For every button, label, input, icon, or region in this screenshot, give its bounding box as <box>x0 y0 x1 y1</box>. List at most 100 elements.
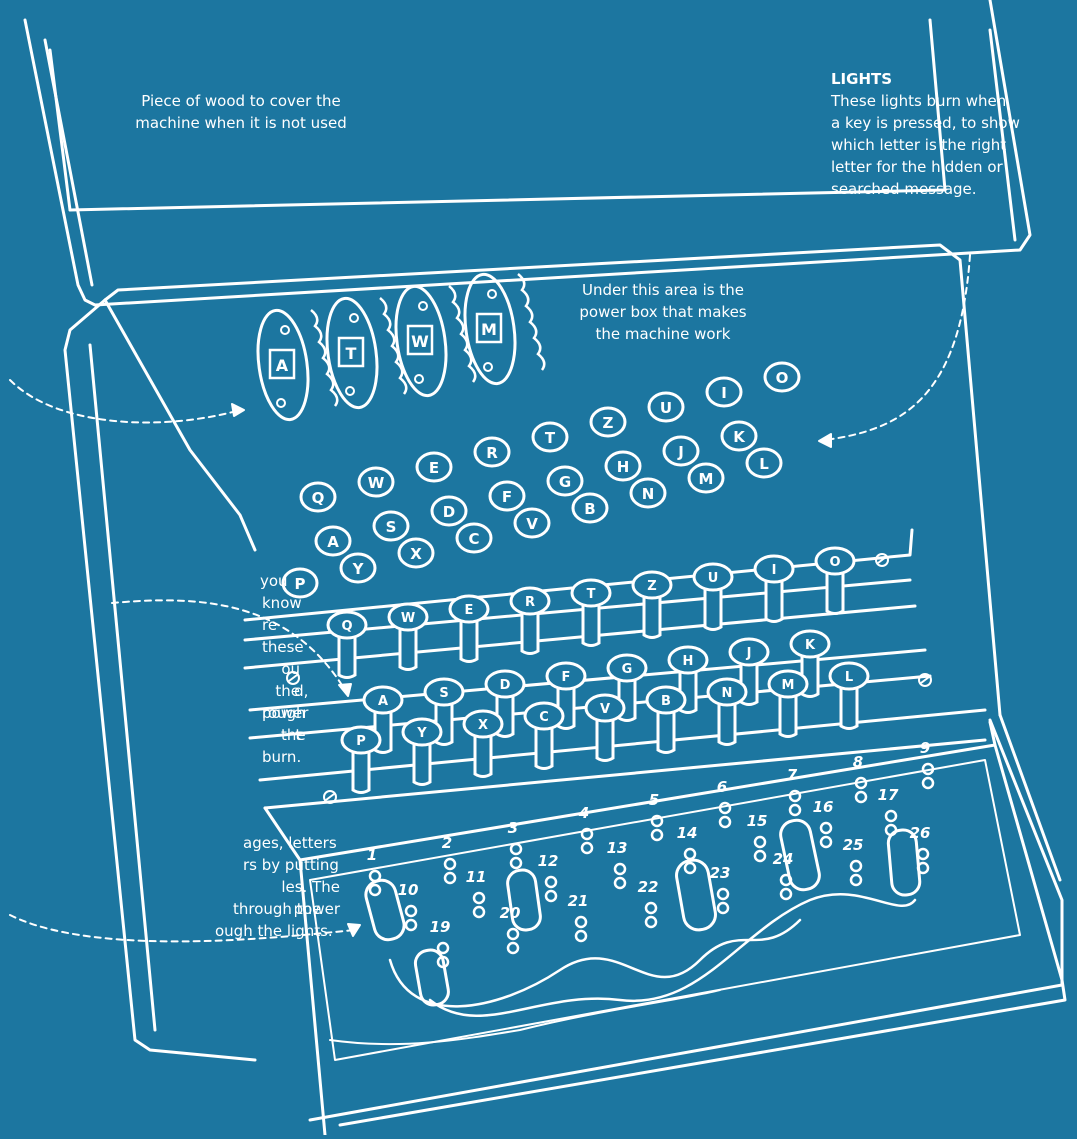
socket-hole <box>370 871 380 881</box>
socket-hole <box>546 877 556 887</box>
rotor-screw <box>415 375 423 383</box>
key-letter: Y <box>416 726 427 741</box>
rotor-letter: M <box>481 320 497 339</box>
key-letter: P <box>356 734 366 749</box>
lid-panel-left <box>50 50 70 210</box>
lamp-letter: F <box>502 488 512 506</box>
socket-hole <box>821 837 831 847</box>
rotor-screw <box>419 302 427 310</box>
lid-panel <box>70 190 945 210</box>
case-top-edge <box>105 300 255 550</box>
socket-hole <box>576 917 586 927</box>
key-letter: K <box>805 638 816 653</box>
socket-hole <box>685 863 695 873</box>
rotor-wheel-edge <box>449 286 475 382</box>
lamp-X: X <box>399 539 433 567</box>
lamp-letter: C <box>468 530 479 548</box>
key-letter: F <box>562 670 571 685</box>
key-letter: M <box>782 678 795 693</box>
socket-hole <box>615 878 625 888</box>
key-V: V <box>586 695 624 761</box>
socket-number-3: 3 <box>508 819 518 837</box>
lamp-letter: E <box>429 459 439 477</box>
key-letter: O <box>829 555 840 570</box>
socket-hole <box>923 778 933 788</box>
lamp-letter: M <box>699 470 714 488</box>
lamp-letter: T <box>545 429 556 447</box>
key-stem <box>719 702 735 745</box>
socket-hole <box>511 844 521 854</box>
socket-hole <box>438 943 448 953</box>
screw-slot <box>326 794 334 800</box>
lamp-C: C <box>457 524 491 552</box>
lamp-J: J <box>664 437 698 465</box>
socket-number-11: 11 <box>466 868 487 886</box>
key-stem <box>658 710 674 753</box>
rotor-wheel-edge <box>518 274 544 370</box>
arrowhead-keys <box>339 684 351 696</box>
lamp-letter: X <box>410 545 422 563</box>
socket-hole <box>720 803 730 813</box>
socket-hole <box>445 859 455 869</box>
socket-number-13: 13 <box>607 839 628 857</box>
key-stem <box>644 595 660 638</box>
key-stem <box>597 718 613 761</box>
plug-line-2: rs by putting <box>243 854 339 876</box>
socket-hole <box>918 849 928 859</box>
socket-number-9: 9 <box>920 739 930 757</box>
power-line-2: power box that makes <box>579 303 746 321</box>
keys-line-2: know <box>262 592 302 614</box>
key-W: W <box>389 604 427 670</box>
key-letter: C <box>539 710 549 725</box>
lights-line-2: a key is pressed, to show <box>831 114 1020 132</box>
rotor-1: A <box>252 307 338 423</box>
socket-hole <box>790 805 800 815</box>
socket-number-5: 5 <box>649 791 659 809</box>
key-letter: L <box>845 670 853 685</box>
rotor-screw <box>277 399 285 407</box>
socket-number-23: 23 <box>710 864 731 882</box>
lights-line-4: letter for the hidden or <box>831 158 1003 176</box>
socket-number-8: 8 <box>853 753 863 771</box>
plug-3 <box>506 868 542 931</box>
arrow-lights <box>825 255 970 440</box>
socket-hole <box>646 903 656 913</box>
key-letter: H <box>683 654 694 669</box>
socket-number-15: 15 <box>747 812 768 830</box>
keyboard: QWERTZUIOASDFGHJKPYXCVBNML <box>328 548 868 793</box>
socket-hole <box>685 849 695 859</box>
key-stem <box>841 686 857 729</box>
rotor-screw <box>488 290 496 298</box>
rotor-screw <box>484 363 492 371</box>
key-letter: S <box>439 686 448 701</box>
lamp-letter: R <box>486 444 498 462</box>
rotor-letter: T <box>346 344 357 363</box>
key-letter: J <box>746 646 752 661</box>
lamp-N: N <box>631 479 665 507</box>
key-X: X <box>464 711 502 777</box>
socket-hole <box>615 864 625 874</box>
socket-hole <box>406 920 416 930</box>
keys-line-8: t burn. <box>262 724 301 768</box>
key-Y: Y <box>403 719 441 785</box>
socket-number-12: 12 <box>538 852 559 870</box>
key-letter: X <box>478 718 488 733</box>
socket-number-10: 10 <box>398 881 419 899</box>
socket-number-2: 2 <box>442 834 452 852</box>
socket-number-1: 1 <box>367 846 377 864</box>
lamp-H: H <box>606 452 640 480</box>
rotor-screw <box>281 326 289 334</box>
key-stem <box>780 694 796 737</box>
lamp-letter: J <box>677 443 684 461</box>
socket-hole <box>546 891 556 901</box>
socket-hole <box>718 889 728 899</box>
lamp-Q: Q <box>301 483 335 511</box>
lampboard: QWERTZUIOASDFGHJKPYXCVBNML <box>283 363 799 597</box>
socket-hole <box>781 889 791 899</box>
key-Q: Q <box>328 612 366 678</box>
key-letter: V <box>600 702 610 717</box>
arrowhead-lights <box>819 434 831 447</box>
keys-line-1: you <box>260 570 288 592</box>
key-stem <box>522 611 538 654</box>
socket-hole <box>508 943 518 953</box>
